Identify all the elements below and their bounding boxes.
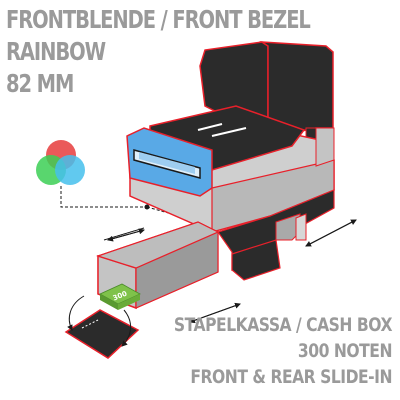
base-unit: [217, 189, 335, 281]
banknote-stack: 300: [99, 283, 141, 310]
slide-arrow-icon: [103, 219, 357, 324]
caption-line-cashbox: STAPELKASSA / CASH BOX: [173, 314, 393, 336]
drawer-flap: [64, 309, 140, 359]
caption-line-capacity: 300 NOTEN: [297, 340, 393, 362]
cash-box: [96, 221, 220, 310]
title-line-rainbow: RAINBOW: [6, 37, 106, 66]
title-line-size: 82 MM: [6, 69, 74, 98]
rear-cover: [199, 41, 334, 151]
title-line-frontblende: FRONTBLENDE / FRONT BEZEL: [6, 5, 311, 34]
title-block: FRONTBLENDE / FRONT BEZEL RAINBOW 82 MM: [6, 4, 311, 100]
caption-line-slide: FRONT & REAR SLIDE-IN: [190, 366, 392, 388]
rgb-color-circles-icon: [36, 140, 85, 185]
front-bezel: [126, 127, 213, 197]
rotate-arrow-icon: [67, 295, 131, 347]
caption-block: STAPELKASSA / CASH BOX 300 NOTEN FRONT &…: [112, 312, 393, 390]
